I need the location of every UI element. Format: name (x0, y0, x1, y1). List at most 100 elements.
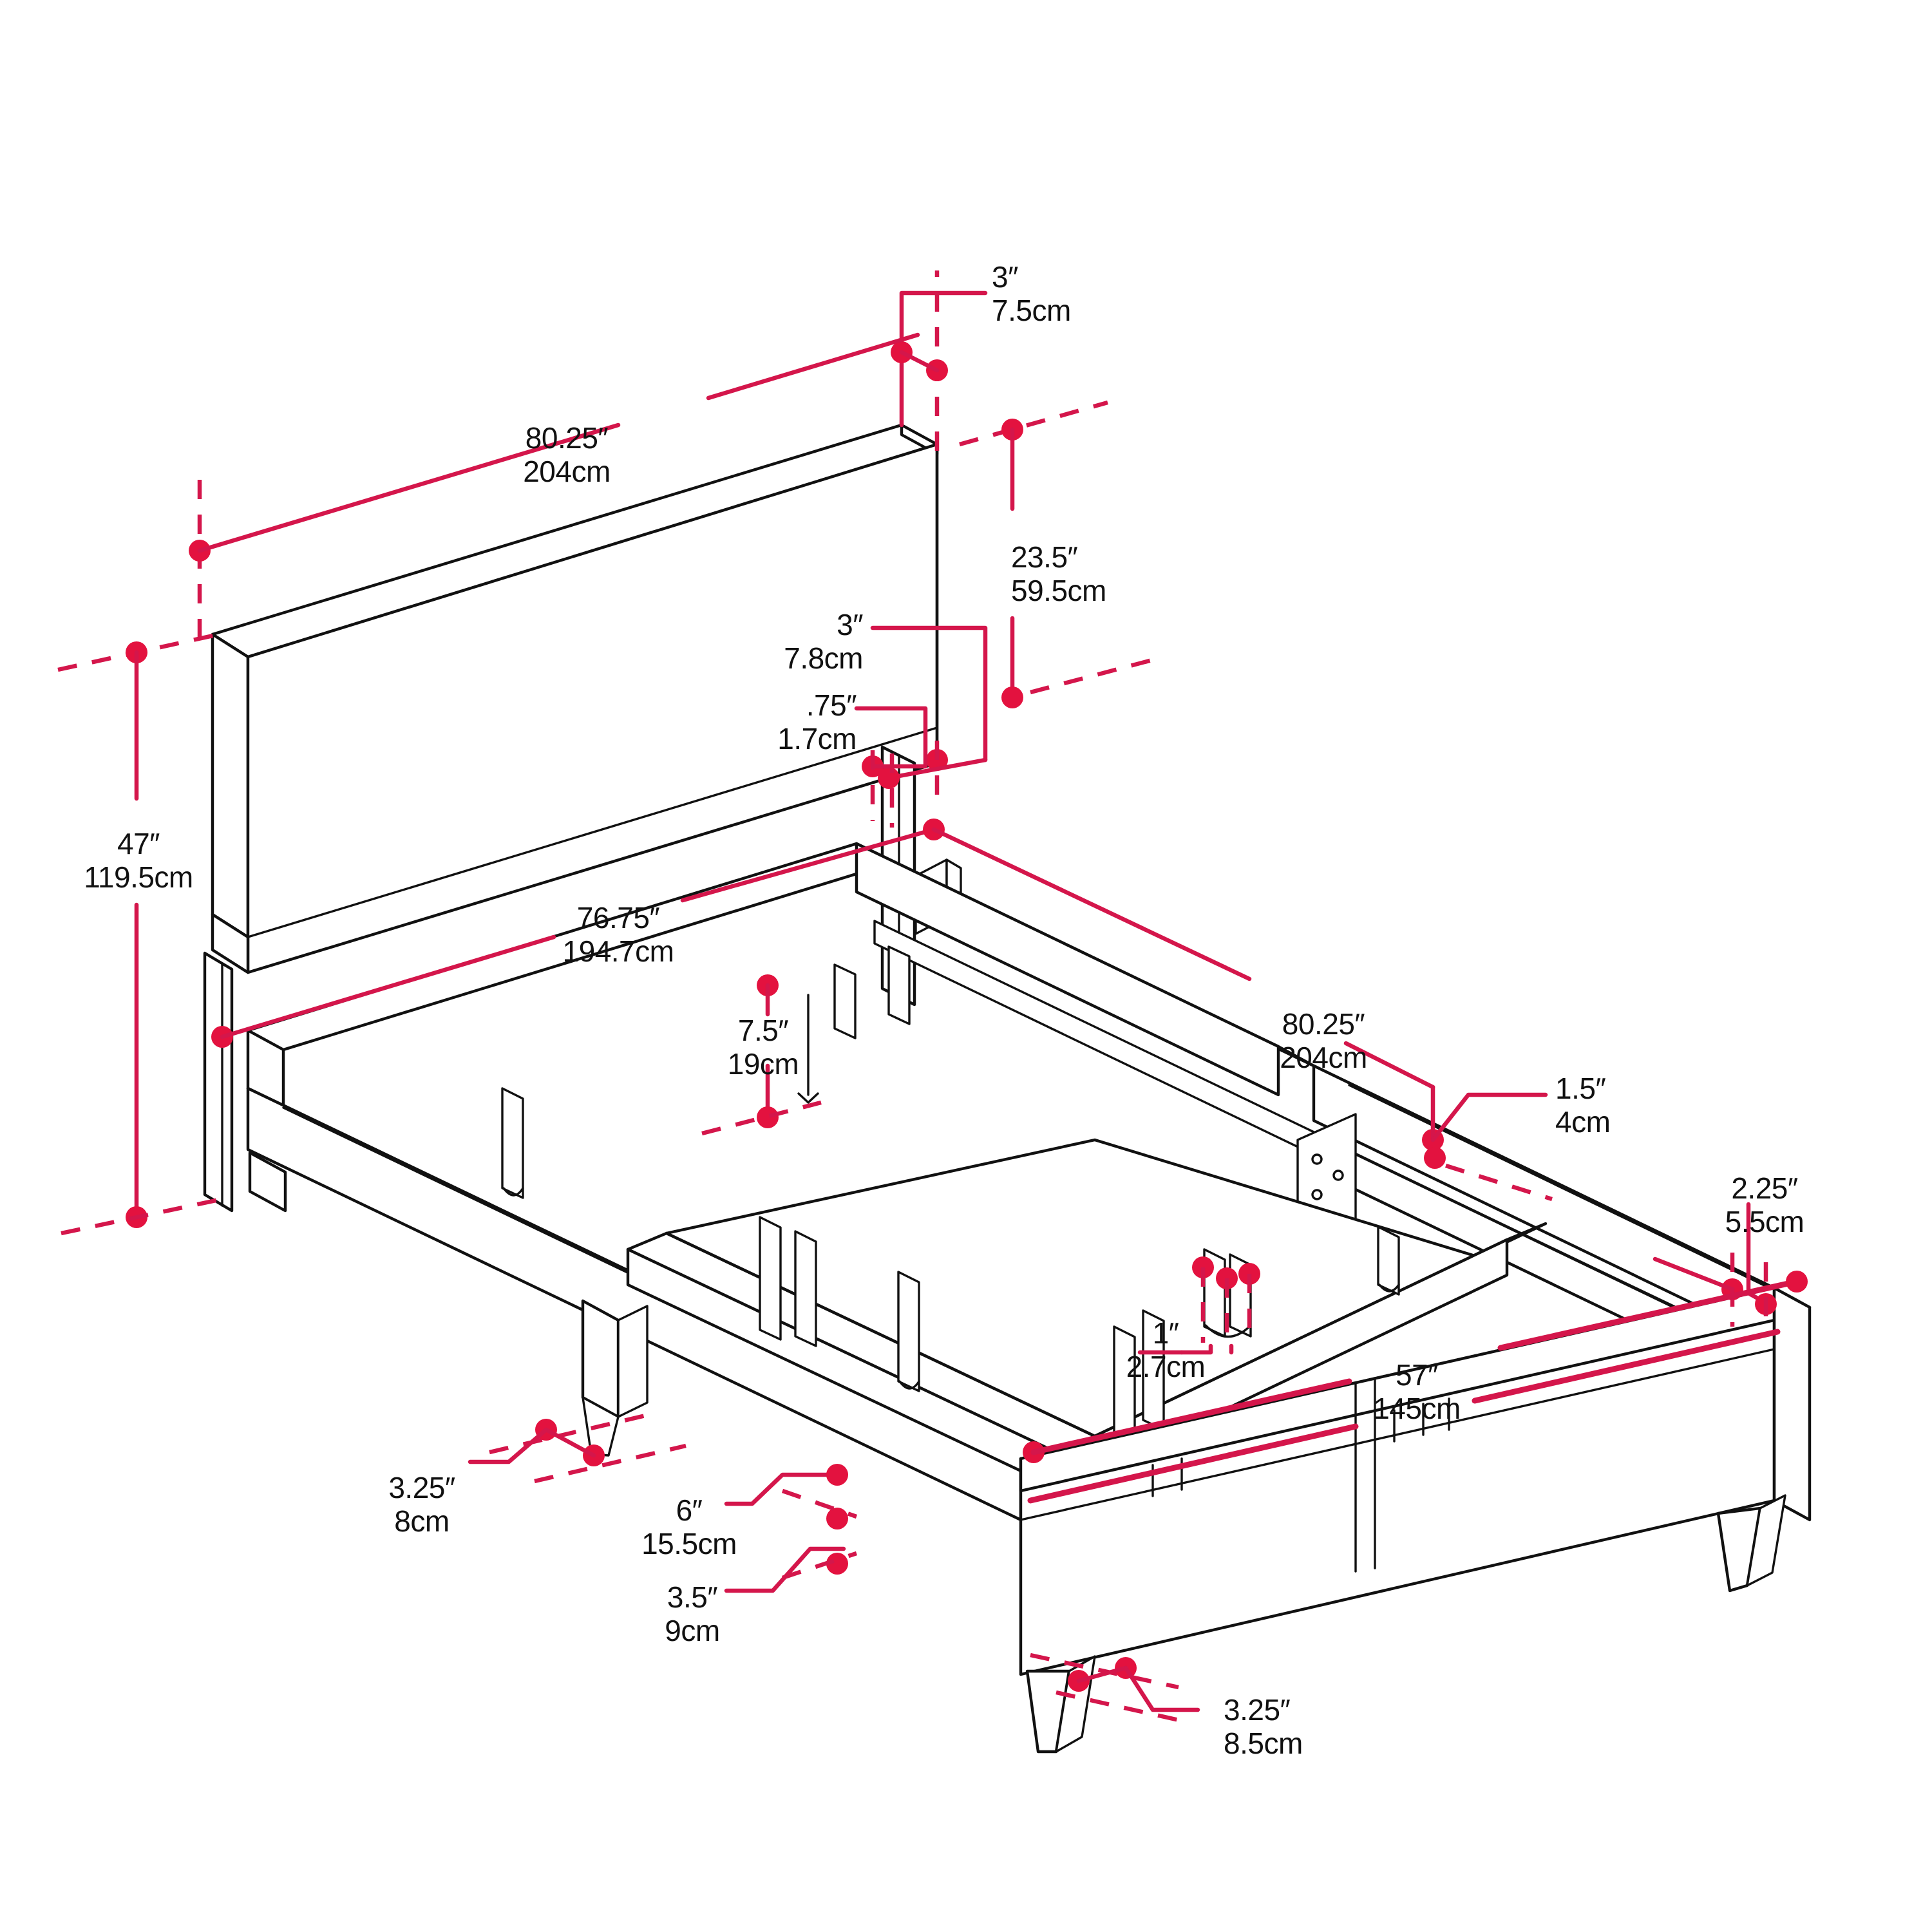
dim-value-imperial: 7.5″ (737, 1014, 789, 1047)
dim-slat-clearance (701, 974, 822, 1136)
footboard-right-end (1772, 1286, 1812, 1522)
dim-value-metric: 119.5cm (84, 860, 193, 894)
dim-leader-panel-thickness (854, 706, 928, 769)
dim-line-interior-a (220, 934, 556, 1039)
dim-value-imperial: 1.5″ (1555, 1072, 1606, 1105)
dim-value-imperial: 23.5″ (1011, 540, 1078, 574)
dim-value-metric: 1.7cm (777, 721, 857, 755)
dim-leader-leg-height (724, 1546, 846, 1593)
dim-label-leg-inset-front: 3.25″8.5cm (1224, 1693, 1610, 1760)
dim-ext-height-bottom (61, 1197, 223, 1236)
dim-dot-fb-width-right (1786, 1271, 1808, 1293)
slat-arrow-marker (797, 994, 819, 1104)
dim-label-mattress-interior-length: 76.75″194.7cm (425, 901, 811, 968)
dimension-annotations (57, 270, 1808, 1723)
dim-headboard-rail-depth (870, 625, 988, 808)
dim-label-center-support-leg-diameter: 1″2.7cm (972, 1316, 1359, 1383)
dim-dot-slat-bottom (757, 1106, 779, 1128)
dim-leg-inset-left (468, 1411, 687, 1484)
dim-value-imperial: 6″ (676, 1493, 703, 1527)
dim-label-headboard-panel-thickness: .75″1.7cm (470, 688, 857, 755)
dim-label-slat-support-clearance: 7.5″19cm (570, 1014, 956, 1081)
bracket-hole-3 (1311, 1189, 1323, 1200)
dim-line-frame-len-a (931, 827, 1252, 981)
dim-label-headboard-top-thickness: 3″7.5cm (992, 260, 1378, 327)
dim-headboard-top-thickness (891, 270, 988, 451)
footboard-accent-left (1027, 1423, 1359, 1504)
center-beam-edge-a (665, 1231, 1097, 1438)
dim-value-metric: 8.5cm (1224, 1726, 1303, 1760)
dim-interior-length (211, 819, 945, 1048)
dim-value-metric: 7.8cm (784, 641, 863, 675)
frame-leg-support-7 (1377, 1226, 1400, 1296)
dim-line-hb-width-a (197, 422, 621, 553)
dim-dot-leg-height (826, 1553, 848, 1575)
footboard-assembly (1019, 1286, 1812, 1754)
dim-leader-inset-left (468, 1427, 549, 1464)
dim-value-imperial: 47″ (117, 827, 160, 860)
dim-span-rail-depth (886, 757, 988, 781)
dim-value-metric: 8cm (394, 1504, 450, 1538)
dim-label-corner-leg-height: 3.5″9cm (499, 1580, 886, 1647)
slat-hanger-1 (887, 945, 911, 1025)
slat-hanger-2 (833, 963, 857, 1039)
dim-value-metric: 19cm (727, 1046, 799, 1081)
dim-leg-height (724, 1546, 858, 1593)
dim-leader-top-thickness-a (899, 290, 988, 428)
dim-dot-rail-height-bottom (826, 1508, 848, 1530)
dim-label-rail-edge-offset: 2.25″5.5cm (1571, 1171, 1932, 1238)
dim-value-metric: 2.7cm (1126, 1349, 1206, 1383)
dim-headboard-width (189, 332, 920, 650)
dim-ext-rail-height (781, 1488, 858, 1519)
dim-value-imperial: 1″ (1152, 1316, 1179, 1350)
dim-value-imperial: 3.25″ (1224, 1693, 1291, 1727)
dim-line-hb-width-b (706, 332, 920, 401)
dim-line-interior-b (680, 827, 936, 903)
dim-footboard-width (1023, 1271, 1808, 1463)
dim-overall-height (57, 632, 223, 1236)
dim-value-imperial: 2.25″ (1731, 1171, 1798, 1205)
dim-ext-inset-left-b (534, 1443, 687, 1484)
dim-dot-rail-height-top (826, 1464, 848, 1486)
dim-label-frame-overall-length: 80.25″204cm (1130, 1007, 1517, 1074)
frame-leg-support-2 (759, 1216, 782, 1341)
dim-line-fb-width-a (1030, 1378, 1352, 1455)
dim-value-metric: 194.7cm (562, 934, 674, 968)
dim-ext-rail-thickness (1445, 1163, 1553, 1202)
dim-span-inset-front (1076, 1665, 1128, 1683)
dim-label-footboard-interior-width: 57″145cm (1224, 1358, 1610, 1425)
footboard-right-leg-side (1746, 1494, 1786, 1587)
dim-value-imperial: 80.25″ (525, 421, 609, 455)
dim-center-leg-diameter (1137, 1256, 1260, 1355)
center-leg-foot (1204, 1324, 1251, 1338)
dim-rail-height (724, 1464, 858, 1530)
footboard-accent-highlights (1027, 1329, 1781, 1504)
dim-value-metric: 15.5cm (641, 1526, 737, 1560)
dim-value-imperial: 3.25″ (388, 1471, 455, 1504)
dim-value-metric: 145cm (1373, 1391, 1461, 1425)
dim-label-headboard-upper-panel-height: 23.5″59.5cm (1011, 540, 1397, 607)
dim-dot-rail-depth-left (878, 767, 900, 789)
dim-label-bed-overall-height: 47″119.5cm (0, 827, 332, 894)
dim-leader-rail-depth (870, 625, 988, 762)
headboard-left-leg (203, 951, 234, 1213)
dim-ext-panel-h-bottom (1030, 656, 1160, 695)
dim-headboard-panel-height (959, 400, 1160, 708)
dim-value-metric: 7.5cm (992, 293, 1071, 327)
dim-span-edge-offset (1653, 1256, 1735, 1292)
bracket-hole-2 (1332, 1170, 1344, 1181)
footboard-band-seam (1019, 1348, 1776, 1521)
dim-label-headboard-overall-width: 80.25″204cm (374, 421, 760, 488)
left-rail-mid-leg-side (617, 1305, 649, 1418)
footboard-band-details (1151, 1397, 1450, 1497)
dim-ext-inset-left-a (489, 1411, 654, 1455)
dim-value-imperial: 3″ (837, 608, 863, 641)
left-rail-head-leg (248, 1151, 287, 1213)
dim-label-side-rail-height: 6″15.5cm (496, 1493, 882, 1560)
dim-span-inset-left (544, 1427, 596, 1458)
dim-value-imperial: 57″ (1396, 1358, 1438, 1392)
dim-leg-inset-front (1030, 1653, 1200, 1723)
frame-leg-support-3 (794, 1230, 817, 1347)
